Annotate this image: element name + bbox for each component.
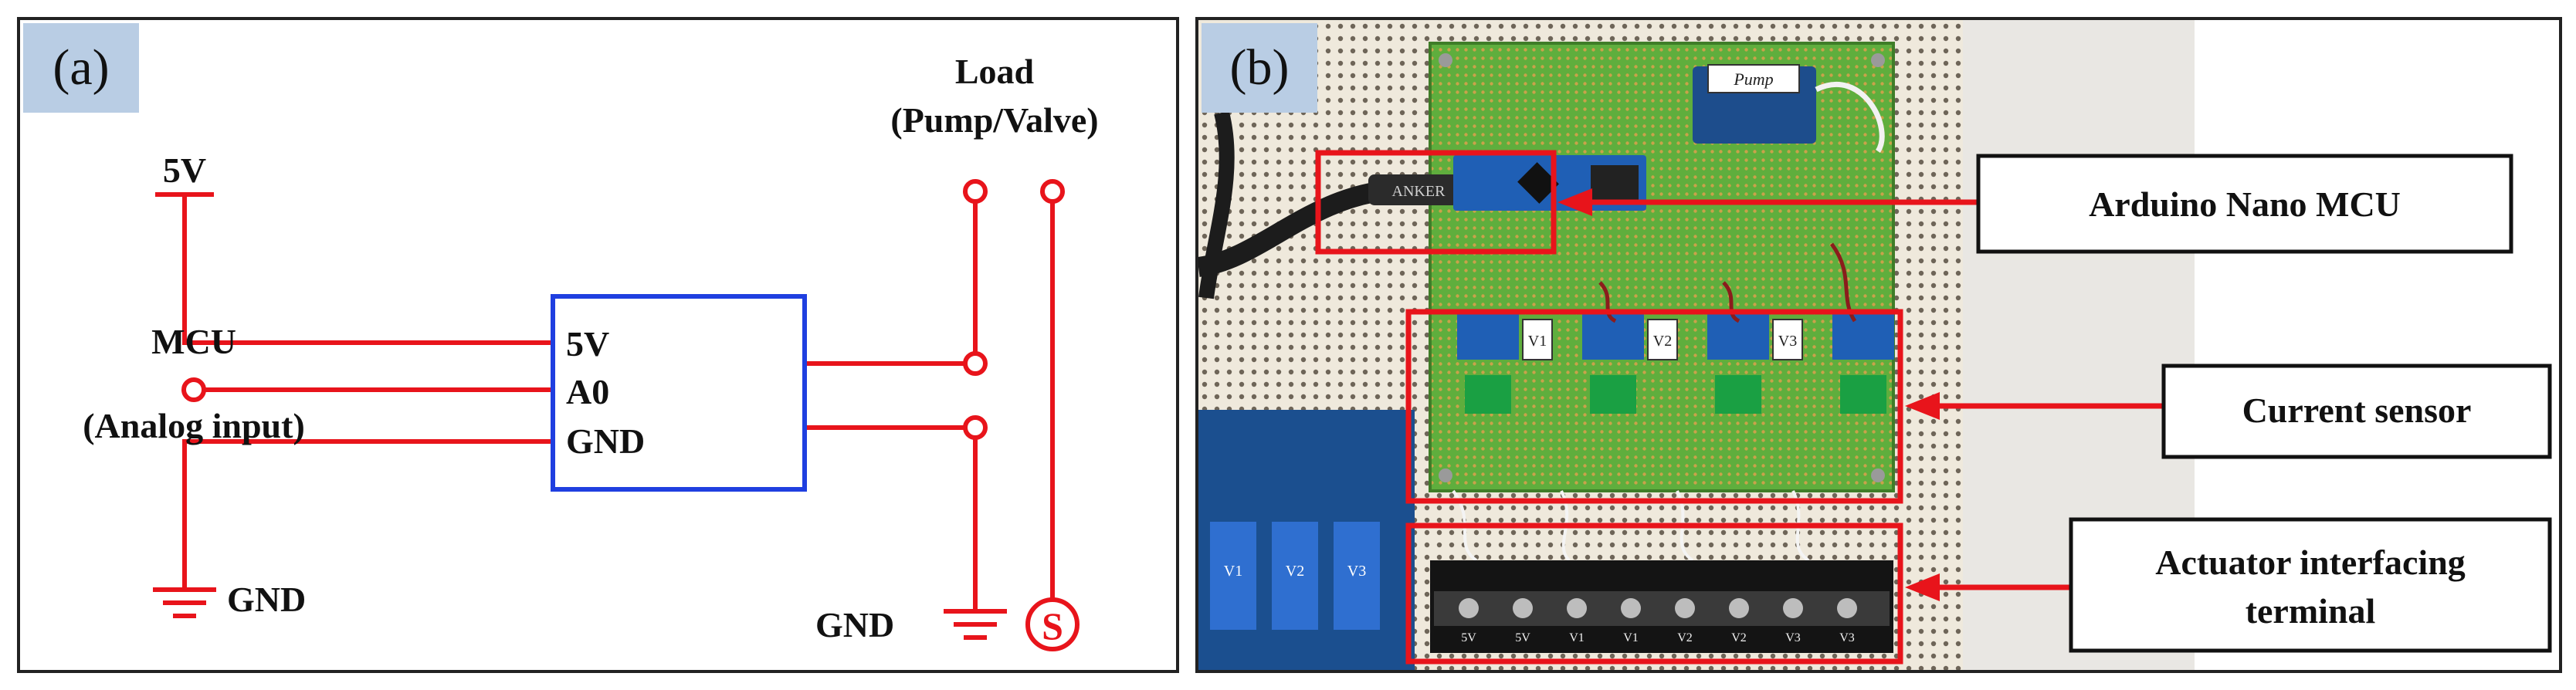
terminal-screw-1 bbox=[1459, 598, 1479, 618]
arrow-arduino-head bbox=[1557, 188, 1592, 216]
terminal-mark-7: V3 bbox=[1785, 631, 1801, 644]
terminal-screw-5 bbox=[1675, 598, 1695, 618]
label-load-type: (Pump/Valve) bbox=[890, 100, 1098, 140]
callout-terminal-text-2: terminal bbox=[2246, 591, 2376, 631]
sensor-board-4 bbox=[1832, 313, 1894, 360]
pump-tag-text: Pump bbox=[1733, 69, 1773, 89]
board-screw-tl bbox=[1439, 53, 1452, 67]
usb-plug bbox=[1368, 174, 1469, 205]
terminal-mark-2: 5V bbox=[1515, 631, 1530, 644]
module-pin-a0: A0 bbox=[566, 372, 609, 411]
relay-1 bbox=[1210, 522, 1256, 630]
sensor-tag-v1-text: V1 bbox=[1528, 333, 1547, 350]
terminal-screw-8 bbox=[1837, 598, 1857, 618]
terminal-screw-7 bbox=[1783, 598, 1803, 618]
wire-module-gnd bbox=[182, 439, 555, 592]
board-screw-bl bbox=[1439, 468, 1452, 482]
relay-tag-v1: V1 bbox=[1224, 563, 1242, 580]
terminal-screw-4 bbox=[1621, 598, 1641, 618]
hardware-photo: Pump ANKER V1 V2 V3 bbox=[1198, 20, 2559, 670]
arduino-mcu-chip bbox=[1517, 162, 1559, 204]
terminal-screw-2 bbox=[1513, 598, 1533, 618]
callout-sensor-box bbox=[2161, 364, 2552, 459]
terminal-mark-3: V1 bbox=[1569, 631, 1585, 644]
relay-2 bbox=[1272, 522, 1318, 630]
highlight-terminal-block bbox=[1405, 523, 1903, 665]
panel-b-tag: (b) bbox=[1202, 23, 1317, 113]
mcu-input-terminal bbox=[181, 377, 206, 402]
module-pin-gnd: GND bbox=[566, 421, 645, 461]
module-pin-5v: 5V bbox=[566, 324, 609, 364]
panel-b-photo: (b) Pump ANKER bbox=[1195, 17, 2562, 673]
green-protoboard bbox=[1429, 42, 1895, 492]
board-screw-tr bbox=[1871, 53, 1885, 67]
source-symbol bbox=[1025, 597, 1080, 651]
sensor-tag-v2-text: V2 bbox=[1653, 333, 1672, 350]
panel-a-tag: (a) bbox=[23, 23, 139, 113]
label-supply-5v: 5V bbox=[163, 151, 206, 190]
cable-brand-text: ANKER bbox=[1392, 183, 1446, 200]
sensor-tag-v3-text: V3 bbox=[1778, 333, 1797, 350]
pump-wire bbox=[1815, 81, 1885, 153]
current-sensor-row bbox=[1457, 313, 1894, 414]
source-symbol-letter: S bbox=[1042, 604, 1063, 648]
terminal-mark-8: V3 bbox=[1839, 631, 1855, 644]
sensor-terminal-4 bbox=[1840, 375, 1886, 414]
current-sensor-module bbox=[551, 294, 807, 492]
relay-tag-v2: V2 bbox=[1286, 563, 1304, 580]
pump-tag bbox=[1707, 64, 1800, 93]
callout-terminal-text-1: Actuator interfacing bbox=[2155, 543, 2466, 582]
sensor-tag-v2 bbox=[1647, 319, 1678, 360]
highlight-arduino bbox=[1315, 150, 1557, 255]
callout-arduino-text: Arduino Nano MCU bbox=[2089, 184, 2401, 224]
sensor-terminal-3 bbox=[1715, 375, 1761, 414]
load-terminal-2 bbox=[1040, 179, 1065, 204]
label-gnd-left: GND bbox=[227, 580, 306, 619]
arduino-header bbox=[1591, 165, 1639, 201]
usb-cable-loop bbox=[1198, 110, 1235, 299]
arrow-terminal-head bbox=[1905, 573, 1940, 601]
callout-arduino-box bbox=[1976, 154, 2513, 254]
schematic-diagram: S 5V A0 GND 5V MCU (Analog input) GND GN… bbox=[83, 52, 1099, 651]
callout-sensor-text: Current sensor bbox=[2242, 391, 2472, 430]
terminal-mark-5: V2 bbox=[1677, 631, 1693, 644]
terminal-mark-1: 5V bbox=[1461, 631, 1476, 644]
sensor-terminal-1 bbox=[1465, 375, 1511, 414]
terminal-screw-3 bbox=[1567, 598, 1587, 618]
sensor-board-1 bbox=[1457, 313, 1519, 360]
sensor-lead-2 bbox=[1722, 281, 1740, 323]
arrow-sensor-head bbox=[1905, 392, 1940, 420]
label-gnd-right: GND bbox=[815, 605, 894, 644]
panel-a-schematic: (a) bbox=[17, 17, 1179, 673]
terminal-mark-4: V1 bbox=[1623, 631, 1639, 644]
sensor-tag-v1 bbox=[1522, 319, 1553, 360]
sensor-tag-v3 bbox=[1772, 319, 1803, 360]
sensor-terminal-2 bbox=[1590, 375, 1636, 414]
label-analog-input: (Analog input) bbox=[83, 406, 305, 445]
load-terminal-1 bbox=[963, 179, 988, 204]
switch-contact-bottom bbox=[963, 415, 988, 440]
sensor-lead-1 bbox=[1598, 281, 1617, 323]
callout-terminal-box bbox=[2069, 517, 2552, 653]
usb-cable bbox=[1198, 180, 1393, 277]
terminal-mark-6: V2 bbox=[1731, 631, 1747, 644]
switch-contact-top bbox=[963, 351, 988, 376]
label-load: Load bbox=[955, 52, 1035, 91]
relay-tag-v3: V3 bbox=[1347, 563, 1366, 580]
terminal-screw-strip bbox=[1434, 591, 1890, 626]
terminal-screw-6 bbox=[1729, 598, 1749, 618]
board-screw-br bbox=[1871, 468, 1885, 482]
wire-5v-to-module bbox=[182, 192, 555, 345]
highlight-current-sensors bbox=[1405, 309, 1903, 504]
label-mcu: MCU bbox=[151, 322, 236, 361]
relay-3 bbox=[1334, 522, 1380, 630]
